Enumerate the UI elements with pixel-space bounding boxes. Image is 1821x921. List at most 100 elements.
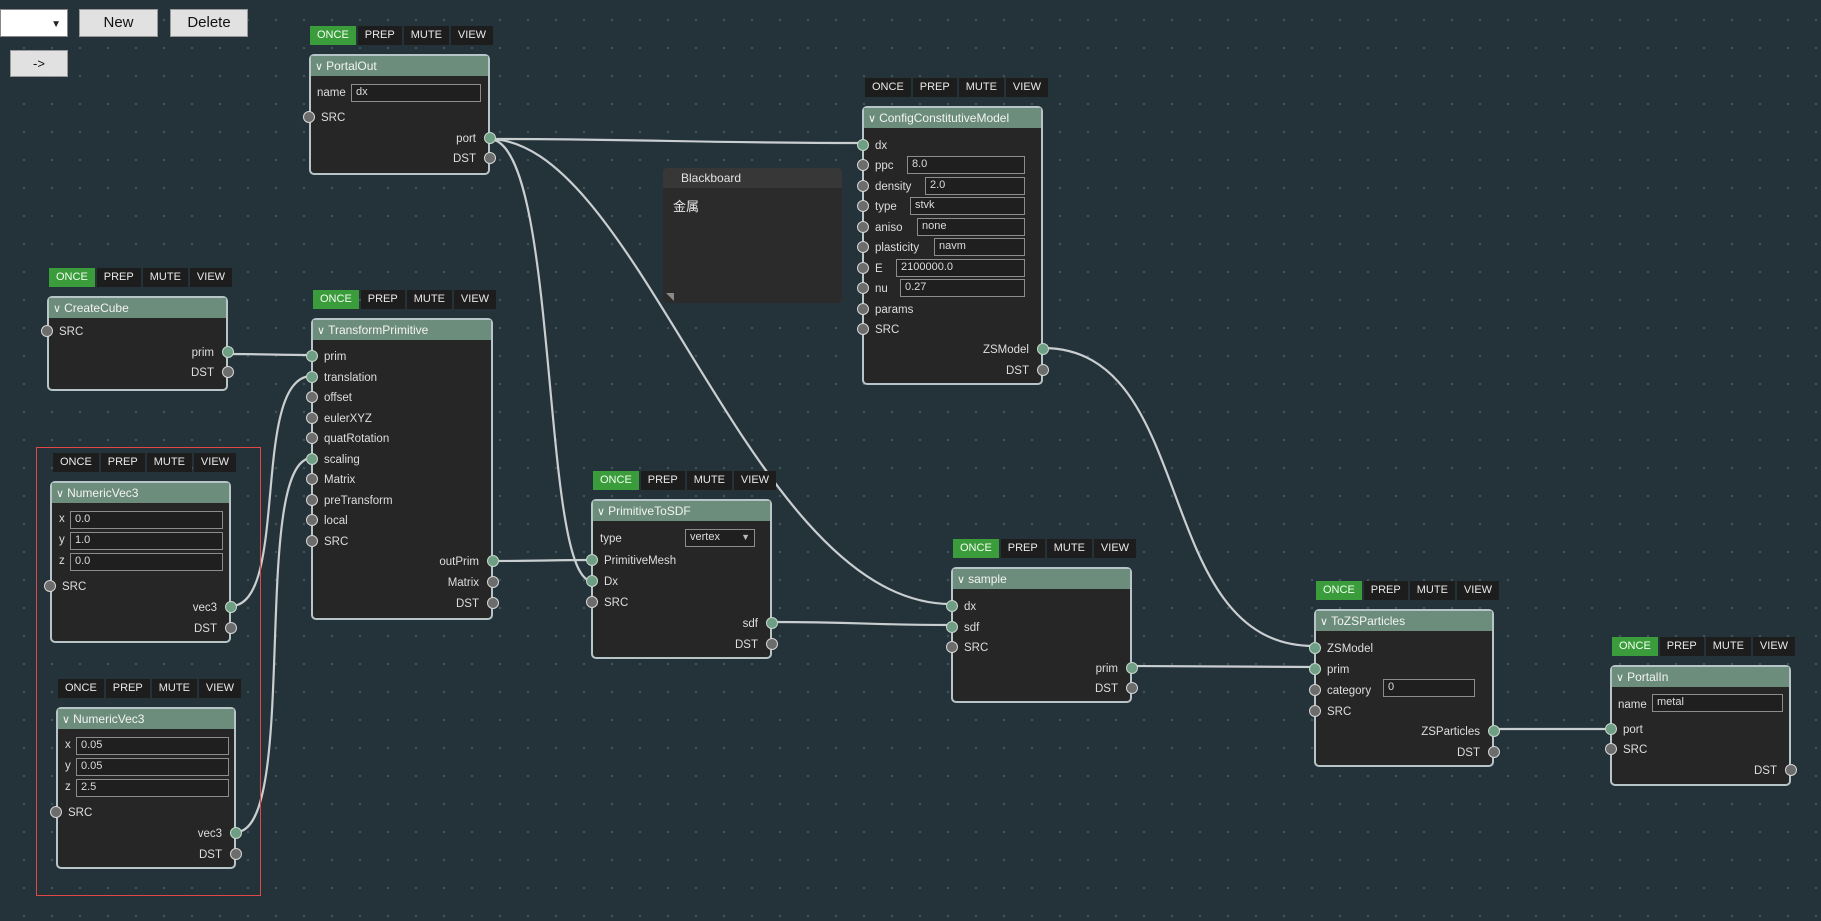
z-field[interactable]: 0.0 bbox=[70, 553, 223, 571]
prim-socket[interactable] bbox=[222, 346, 234, 358]
blackboard-content[interactable]: 金属 bbox=[673, 199, 700, 214]
local-socket[interactable] bbox=[306, 514, 318, 526]
collapse-chevron-icon[interactable]: ∨ bbox=[53, 303, 62, 315]
node-primitivetosdf[interactable]: ∨PrimitiveToSDF type vertex▼ PrimitiveMe… bbox=[586, 499, 778, 659]
node-transformprimitive[interactable]: ∨TransformPrimitive prim translation off… bbox=[306, 318, 499, 620]
prep-button[interactable]: PREP bbox=[96, 268, 141, 287]
nu-field[interactable]: 0.27 bbox=[900, 279, 1025, 297]
primitivemesh-socket[interactable] bbox=[586, 554, 598, 566]
sdf-socket[interactable] bbox=[766, 617, 778, 629]
graph-select[interactable]: ▼ bbox=[0, 9, 68, 37]
node-tozsparticles[interactable]: ∨ToZSParticles ZSModel prim category 0 S… bbox=[1309, 609, 1500, 767]
view-button[interactable]: VIEW bbox=[193, 453, 237, 472]
zsmodel-socket[interactable] bbox=[1309, 642, 1321, 654]
port-socket[interactable] bbox=[484, 132, 496, 144]
node-portalin[interactable]: ∨PortalIn name metal port SRC DST bbox=[1605, 665, 1797, 786]
prep-button[interactable]: PREP bbox=[1659, 637, 1704, 656]
prep-button[interactable]: PREP bbox=[105, 679, 150, 698]
dx-socket[interactable] bbox=[946, 600, 958, 612]
mute-button[interactable]: MUTE bbox=[1705, 637, 1751, 656]
node-configconstitutivemodel[interactable]: ∨ConfigConstitutiveModel dx ppc 8.0 dens… bbox=[857, 106, 1049, 385]
src-socket[interactable] bbox=[1605, 743, 1617, 755]
collapse-chevron-icon[interactable]: ∨ bbox=[868, 113, 877, 125]
prep-button[interactable]: PREP bbox=[360, 290, 405, 309]
outprim-socket[interactable] bbox=[487, 555, 499, 567]
sdf-socket[interactable] bbox=[946, 621, 958, 633]
src-socket[interactable] bbox=[586, 596, 598, 608]
mute-button[interactable]: MUTE bbox=[403, 26, 449, 45]
density-field[interactable]: 2.0 bbox=[925, 177, 1025, 195]
once-button[interactable]: ONCE bbox=[1612, 637, 1658, 656]
view-button[interactable]: VIEW bbox=[733, 471, 777, 490]
ppc-socket[interactable] bbox=[857, 159, 869, 171]
node-header[interactable]: ∨NumericVec3 bbox=[52, 483, 229, 503]
src-socket[interactable] bbox=[306, 535, 318, 547]
port-socket[interactable] bbox=[1605, 723, 1617, 735]
node-header[interactable]: ∨CreateCube bbox=[49, 298, 226, 318]
x-field[interactable]: 0.05 bbox=[76, 737, 229, 755]
arrow-button[interactable]: -> bbox=[10, 50, 68, 77]
matrix-socket[interactable] bbox=[306, 473, 318, 485]
collapse-chevron-icon[interactable]: ∨ bbox=[1616, 672, 1625, 684]
e-socket[interactable] bbox=[857, 262, 869, 274]
prep-button[interactable]: PREP bbox=[912, 78, 957, 97]
prim-socket[interactable] bbox=[306, 350, 318, 362]
dst-socket[interactable] bbox=[1785, 764, 1797, 776]
type-dropdown[interactable]: vertex▼ bbox=[685, 529, 755, 547]
category-socket[interactable] bbox=[1309, 684, 1321, 696]
category-field[interactable]: 0 bbox=[1383, 679, 1475, 697]
collapse-chevron-icon[interactable]: ∨ bbox=[597, 506, 606, 518]
prep-button[interactable]: PREP bbox=[357, 26, 402, 45]
src-socket[interactable] bbox=[50, 806, 62, 818]
view-button[interactable]: VIEW bbox=[450, 26, 494, 45]
src-socket[interactable] bbox=[946, 641, 958, 653]
collapse-chevron-icon[interactable]: ∨ bbox=[62, 714, 71, 726]
src-socket[interactable] bbox=[1309, 705, 1321, 717]
view-button[interactable]: VIEW bbox=[453, 290, 497, 309]
view-button[interactable]: VIEW bbox=[1093, 539, 1137, 558]
quatrotation-socket[interactable] bbox=[306, 432, 318, 444]
translation-socket[interactable] bbox=[306, 371, 318, 383]
prim-socket[interactable] bbox=[1309, 663, 1321, 675]
blackboard[interactable]: Blackboard 金属 bbox=[663, 168, 842, 303]
dst-socket[interactable] bbox=[230, 848, 242, 860]
dst-socket[interactable] bbox=[225, 622, 237, 634]
once-button[interactable]: ONCE bbox=[310, 26, 356, 45]
name-field[interactable]: dx bbox=[351, 84, 481, 102]
view-button[interactable]: VIEW bbox=[1752, 637, 1796, 656]
zsmodel-socket[interactable] bbox=[1037, 343, 1049, 355]
dst-socket[interactable] bbox=[222, 366, 234, 378]
e-field[interactable]: 2100000.0 bbox=[896, 259, 1025, 277]
dx-socket[interactable] bbox=[586, 575, 598, 587]
matrix-out-socket[interactable] bbox=[487, 576, 499, 588]
ppc-field[interactable]: 8.0 bbox=[907, 156, 1025, 174]
eulerxyz-socket[interactable] bbox=[306, 412, 318, 424]
collapse-chevron-icon[interactable]: ∨ bbox=[56, 488, 65, 500]
view-button[interactable]: VIEW bbox=[189, 268, 233, 287]
once-button[interactable]: ONCE bbox=[593, 471, 639, 490]
dst-socket[interactable] bbox=[1488, 746, 1500, 758]
mute-button[interactable]: MUTE bbox=[146, 453, 192, 472]
dst-socket[interactable] bbox=[487, 597, 499, 609]
y-field[interactable]: 0.05 bbox=[76, 758, 229, 776]
scaling-socket[interactable] bbox=[306, 453, 318, 465]
density-socket[interactable] bbox=[857, 180, 869, 192]
prep-button[interactable]: PREP bbox=[100, 453, 145, 472]
plasticity-field[interactable]: navm bbox=[934, 238, 1025, 256]
collapse-chevron-icon[interactable]: ∨ bbox=[317, 325, 326, 337]
node-numericvec3[interactable]: ∨NumericVec3 x 0.05 y 0.05 z 2.5 SRC vec… bbox=[50, 707, 242, 869]
view-button[interactable]: VIEW bbox=[1456, 581, 1500, 600]
node-createcube[interactable]: ∨CreateCube SRC prim DST bbox=[41, 296, 234, 391]
aniso-socket[interactable] bbox=[857, 221, 869, 233]
src-socket[interactable] bbox=[41, 325, 53, 337]
view-button[interactable]: VIEW bbox=[198, 679, 242, 698]
node-sample[interactable]: ∨sample dx sdf SRC prim DST bbox=[946, 567, 1138, 703]
src-socket[interactable] bbox=[303, 111, 315, 123]
prep-button[interactable]: PREP bbox=[1000, 539, 1045, 558]
new-button[interactable]: New bbox=[79, 9, 158, 37]
mute-button[interactable]: MUTE bbox=[958, 78, 1004, 97]
dst-socket[interactable] bbox=[484, 152, 496, 164]
collapse-chevron-icon[interactable]: ∨ bbox=[1320, 616, 1329, 628]
dst-socket[interactable] bbox=[766, 638, 778, 650]
node-header[interactable]: ∨PortalIn bbox=[1612, 667, 1789, 687]
